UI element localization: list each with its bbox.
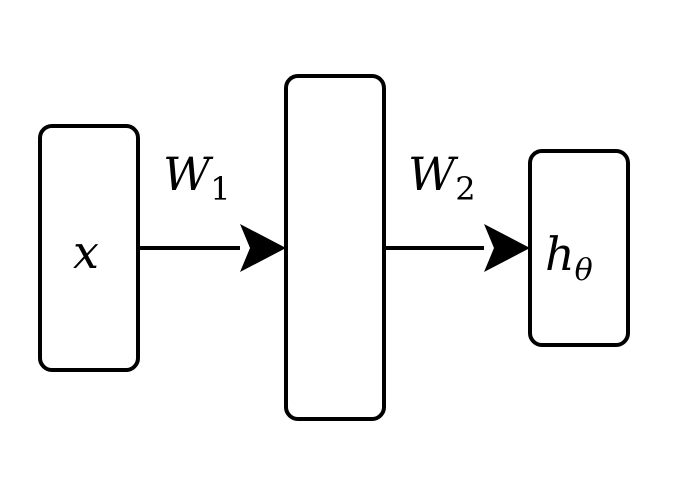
hidden-node	[284, 74, 386, 421]
input-node	[38, 124, 140, 372]
edge-label-w2: W2	[408, 147, 476, 208]
output-label: hθ	[545, 227, 593, 288]
input-label: x	[73, 225, 99, 279]
arrowhead-icon	[240, 224, 286, 272]
edge-label-w1: W1	[163, 147, 231, 208]
arrowhead-icon	[484, 224, 530, 272]
